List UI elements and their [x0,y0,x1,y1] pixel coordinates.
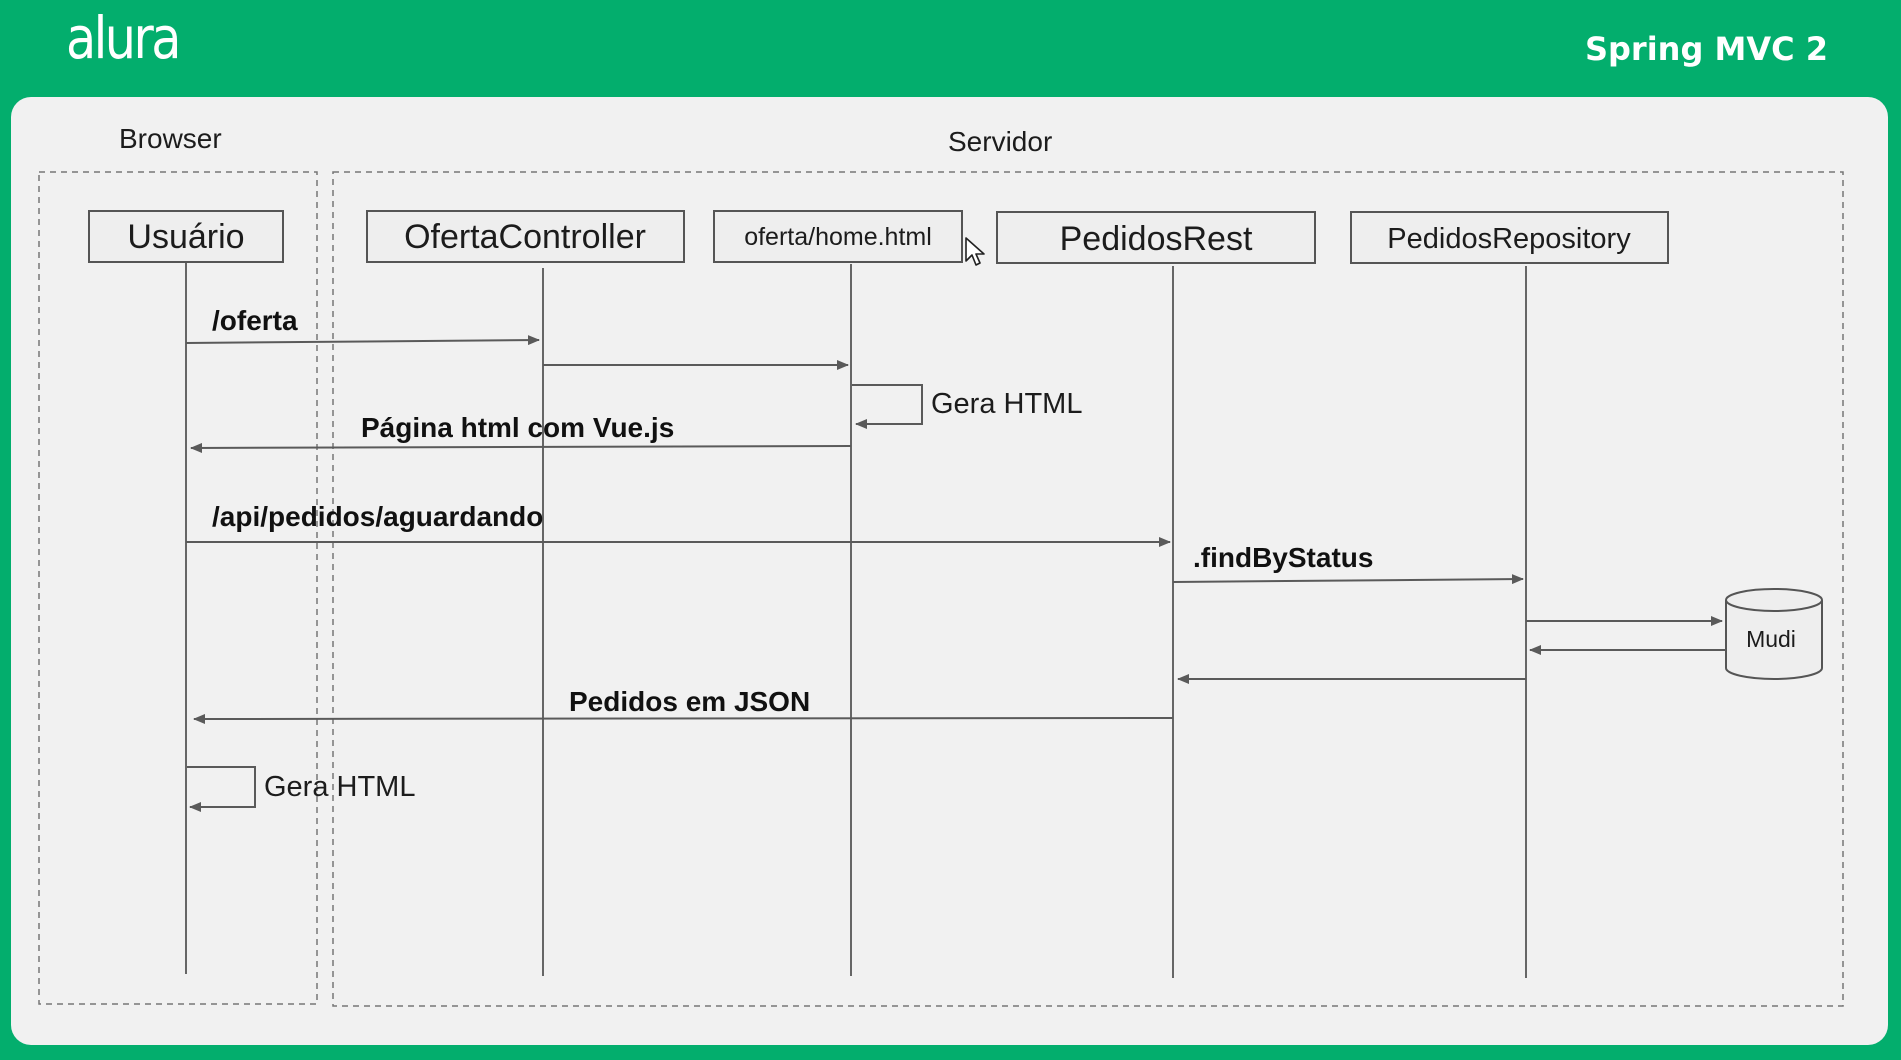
alura-logo: alura [66,4,181,72]
participant-pedidos-repository-label: PedidosRepository [1387,223,1631,255]
participant-usuario-label: Usuário [127,218,244,256]
participant-home-view [713,210,963,263]
participant-home-view-label: oferta/home.html [744,223,932,251]
msg-gera-html-client-arrow [187,766,256,812]
servidor-group [332,171,1844,1007]
msg-find-arrow [1172,574,1524,585]
servidor-group-label: Servidor [948,126,1052,157]
database-mudi-label: Mudi [1746,626,1796,652]
msg-pagina-arrow [190,442,852,453]
msg-json-label: Pedidos em JSON [569,686,810,717]
participant-oferta-controller-label: OfertaController [404,218,646,256]
msg-gera-html-server-label: Gera HTML [931,388,1082,420]
course-title: Spring MVC 2 [1584,30,1828,68]
msg-gera-html-client-label: Gera HTML [264,771,415,803]
browser-group [38,171,318,1005]
msg-find-label: .findByStatus [1193,542,1373,573]
browser-group-label: Browser [119,123,222,154]
participant-pedidos-repository [1350,211,1669,264]
participant-pedidos-rest-label: PedidosRest [1060,220,1253,258]
mouse-cursor-icon [965,237,985,266]
participant-usuario [88,210,284,263]
participant-pedidos-rest [996,211,1316,264]
msg-pagina-label: Página html com Vue.js [361,412,674,443]
header-bar: alura Spring MVC 2 [0,0,1901,100]
msg-oferta-label: /oferta [212,305,298,336]
msg-json-arrow [193,713,1174,724]
msg-api-label: /api/pedidos/aguardando [212,501,543,532]
database-mudi: Mudi [1725,588,1823,680]
msg-oferta-arrow [185,335,540,346]
msg-gera-html-server-arrow [852,384,923,429]
participant-oferta-controller [366,210,685,263]
